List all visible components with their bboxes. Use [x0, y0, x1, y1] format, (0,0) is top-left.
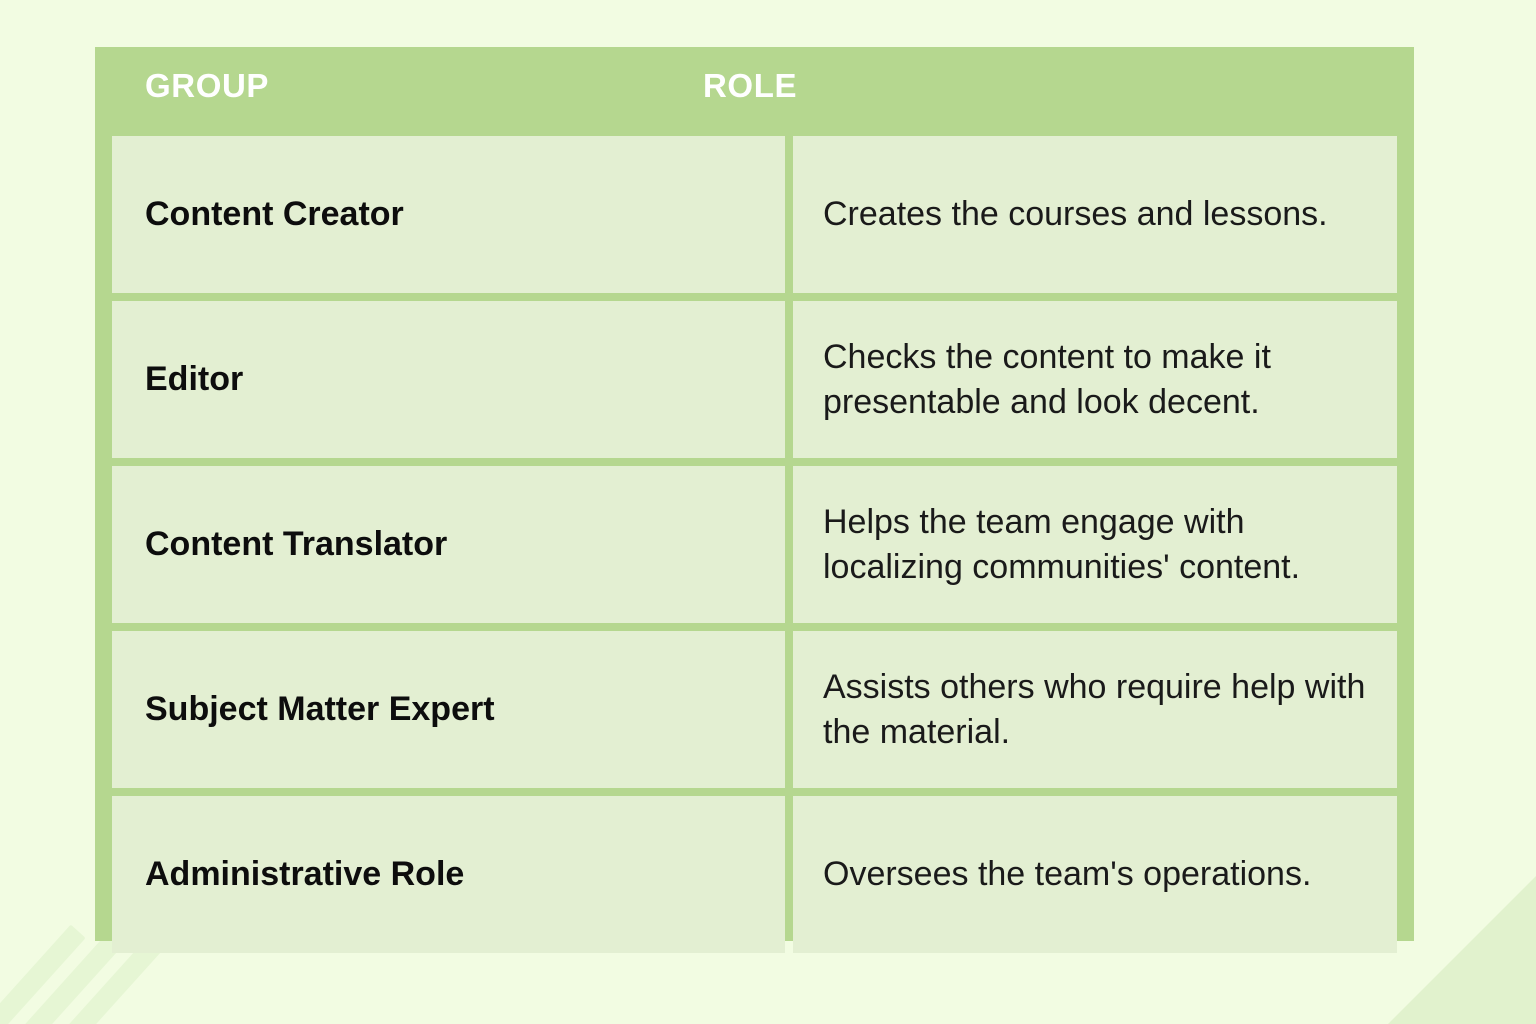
- group-label: Editor: [145, 360, 244, 399]
- cell-role: Creates the courses and lessons.: [793, 136, 1397, 293]
- cell-group: Content Creator: [112, 136, 785, 293]
- group-label: Administrative Role: [145, 855, 465, 894]
- table-header-row: GROUP ROLE: [95, 47, 1414, 128]
- role-description: Helps the team engage with localizing co…: [823, 502, 1301, 586]
- column-header-group: GROUP: [145, 67, 270, 104]
- group-label: Content Creator: [145, 195, 404, 234]
- cell-role: Oversees the team's operations.: [793, 796, 1397, 953]
- role-description: Oversees the team's operations.: [823, 855, 1312, 894]
- table-row: Subject Matter Expert Assists others who…: [112, 631, 1397, 788]
- group-label: Content Translator: [145, 525, 448, 564]
- cell-role: Checks the content to make it presentabl…: [793, 301, 1397, 458]
- roles-table: GROUP ROLE Content Creator Creates the c…: [95, 47, 1414, 953]
- cell-group: Administrative Role: [112, 796, 785, 953]
- table-body: Content Creator Creates the courses and …: [112, 136, 1397, 953]
- cell-role: Assists others who require help with the…: [793, 631, 1397, 788]
- cell-group: Subject Matter Expert: [112, 631, 785, 788]
- role-description: Checks the content to make it presentabl…: [823, 337, 1271, 421]
- cell-group: Editor: [112, 301, 785, 458]
- role-description: Creates the courses and lessons.: [823, 195, 1328, 234]
- table-row: Editor Checks the content to make it pre…: [112, 301, 1397, 458]
- group-label: Subject Matter Expert: [145, 690, 495, 729]
- cell-group: Content Translator: [112, 466, 785, 623]
- table-row: Content Creator Creates the courses and …: [112, 136, 1397, 293]
- role-description: Assists others who require help with the…: [823, 667, 1366, 751]
- column-header-role: ROLE: [703, 67, 798, 104]
- table-row: Content Translator Helps the team engage…: [112, 466, 1397, 623]
- table-row: Administrative Role Oversees the team's …: [112, 796, 1397, 953]
- diagonal-stripe-1: [0, 924, 86, 1024]
- cell-role: Helps the team engage with localizing co…: [793, 466, 1397, 623]
